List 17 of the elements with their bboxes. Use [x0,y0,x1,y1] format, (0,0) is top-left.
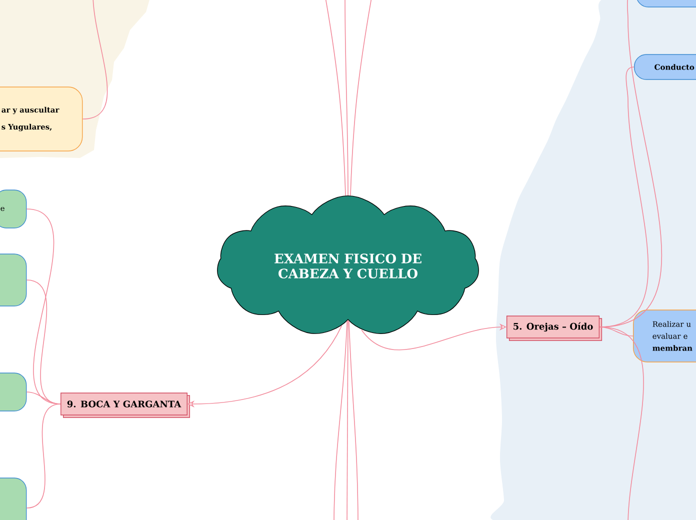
connector [26,392,61,404]
connector [334,320,348,520]
topic-box [0,254,27,306]
connector [346,320,348,520]
connector [599,326,644,520]
branch-box: 5. Orejas – Oído [506,316,602,341]
branch-box: 9. BOCA Y GARGANTA [60,392,190,418]
connector [26,404,61,508]
topic-cloud: EXAMEN FISICO DE CABEZA Y CUELLO [217,195,479,334]
connector [350,0,372,196]
topic-box [636,0,696,8]
topic-box [0,478,27,520]
topic-box [0,372,27,412]
connector [348,320,358,520]
connector [344,0,348,196]
connector [82,0,108,120]
connector [324,0,346,196]
